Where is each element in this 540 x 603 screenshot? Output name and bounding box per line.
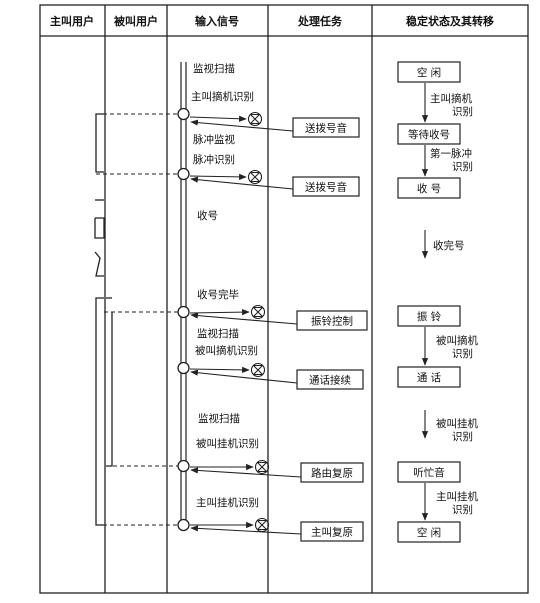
transition-labels: 主叫摘机识别 第一脉冲识别 收完号 被叫摘机识别 被叫挂机识别 主叫挂机识别: [430, 92, 478, 516]
task-boxes: 送拨号音 送拨号音 振铃控制 通话接续 路由复原 主叫复原: [292, 117, 368, 542]
signal-label: 被叫摘机识别: [195, 344, 258, 357]
event-circle: [177, 459, 190, 473]
table-frame: [39, 4, 529, 594]
signal-label: 收号完毕: [197, 288, 239, 301]
signal-label: 监视扫描: [198, 412, 240, 425]
event-circle: [177, 167, 190, 181]
header-caller: 主叫用户: [50, 14, 94, 28]
event-circle: [177, 518, 190, 532]
hourglass-icon: [254, 517, 270, 533]
task-dial-tone-1: 送拨号音: [305, 122, 347, 135]
state-wait-digits: 等待收号: [408, 128, 450, 141]
task-dial-tone-2: 送拨号音: [305, 181, 347, 194]
timeline: [180, 62, 187, 525]
caller-line-waveform: [94, 113, 105, 526]
state-busy-tone: 听忙音: [413, 466, 445, 479]
state-conversation: 通 话: [417, 372, 442, 384]
signal-label: 主叫挂机识别: [196, 496, 259, 509]
event-circle: [177, 361, 190, 375]
state-idle: 空 闲: [417, 66, 441, 79]
state-ringing: 振 铃: [417, 310, 442, 323]
event-circle: [177, 305, 190, 319]
signal-label: 脉冲监视: [193, 133, 235, 146]
transition-label: 主叫摘机识别: [430, 92, 473, 118]
signal-label: 脉冲识别: [193, 153, 235, 166]
event-circle: [177, 107, 190, 121]
input-signal-labels: 监视扫描 主叫摘机识别 脉冲监视 脉冲识别 收号 收号完毕 监视扫描 被叫摘机识…: [191, 62, 259, 509]
header-task: 处理任务: [297, 14, 343, 28]
state-receive-digits: 收 号: [417, 182, 441, 195]
hourglass-icon: [250, 304, 266, 320]
callee-line-waveform: [106, 297, 113, 467]
signal-label: 主叫摘机识别: [191, 90, 254, 103]
flow-arrows: [189, 115, 302, 535]
transition-label: 被叫摘机识别: [436, 334, 478, 360]
transition-label: 被叫挂机识别: [436, 417, 478, 443]
signal-label: 监视扫描: [197, 327, 239, 340]
event-markers: [177, 107, 190, 532]
hourglass-icon: [254, 459, 270, 475]
transition-label: 主叫挂机识别: [436, 490, 478, 516]
task-caller-release: 主叫复原: [311, 526, 353, 539]
hourglass-icon: [247, 169, 263, 185]
signal-label: 被叫挂机识别: [196, 437, 259, 450]
header-callee: 被叫用户: [114, 14, 158, 28]
hourglass-icon: [247, 111, 263, 127]
transition-label: 第一脉冲识别: [430, 147, 473, 173]
header-states: 稳定状态及其转移: [406, 14, 494, 28]
hourglass-icon: [250, 362, 266, 378]
task-route-release: 路由复原: [311, 467, 353, 480]
task-connect: 通话接续: [309, 374, 351, 387]
state-idle-final: 空 闲: [417, 526, 441, 539]
transition-label: 收完号: [433, 239, 465, 252]
task-ring-control: 振铃控制: [311, 315, 353, 328]
header-input-signal: 输入信号: [195, 14, 239, 28]
event-connectors: [96, 113, 181, 526]
signal-label: 收号: [197, 209, 218, 222]
signal-label: 监视扫描: [193, 62, 235, 75]
state-boxes: 空 闲 等待收号 收 号 振 铃 通 话 听忙音 空 闲: [397, 61, 461, 543]
decision-symbols: [247, 111, 270, 533]
